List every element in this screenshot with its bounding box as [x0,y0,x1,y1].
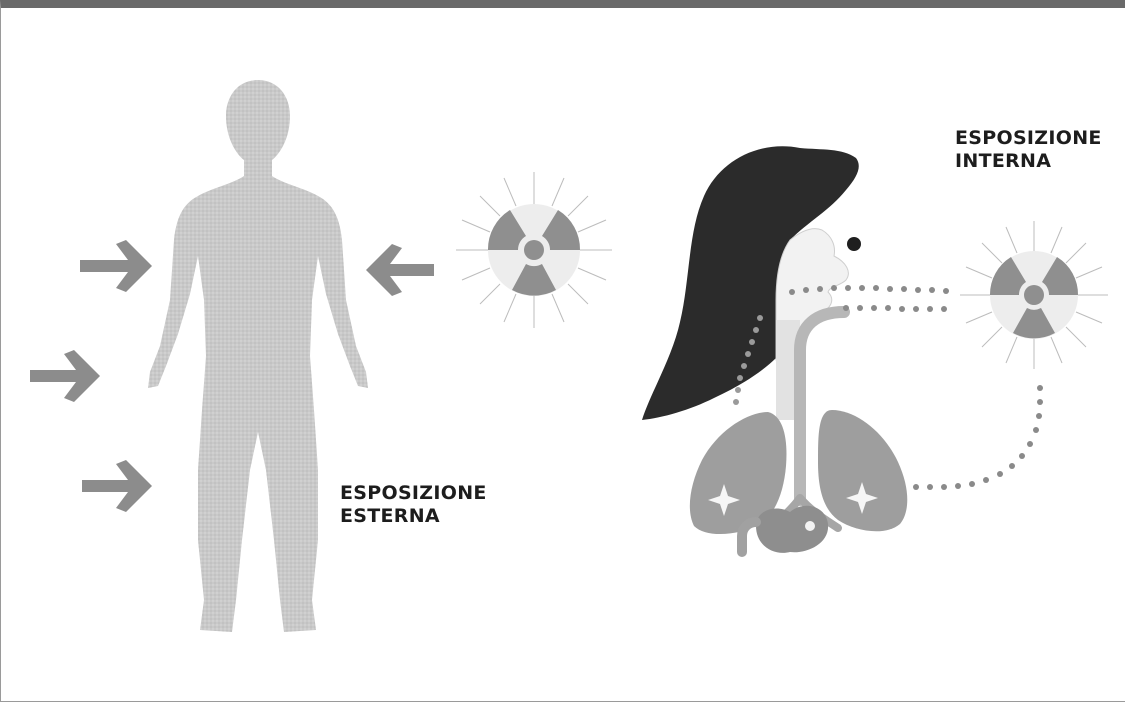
label-internal-line1: ESPOSIZIONE [955,127,1102,150]
dotted-path-lungs [913,385,1043,490]
arrow-right-icon [82,460,152,512]
radiation-trefoil-icon [456,172,612,328]
arrow-right-icon [80,240,152,292]
label-external-line2: ESTERNA [340,505,487,528]
radiation-trefoil-icon [960,221,1108,369]
arrow-left-icon [366,244,434,296]
label-internal-line2: INTERNA [955,150,1102,173]
woman-head-profile-icon [642,146,861,420]
dotted-path-mouth [843,305,947,312]
label-external-line1: ESPOSIZIONE [340,482,487,505]
arrow-right-icon [30,350,100,402]
label-internal-exposure: ESPOSIZIONE INTERNA [955,127,1102,173]
human-body-icon [148,80,368,632]
label-external-exposure: ESPOSIZIONE ESTERNA [340,482,487,528]
